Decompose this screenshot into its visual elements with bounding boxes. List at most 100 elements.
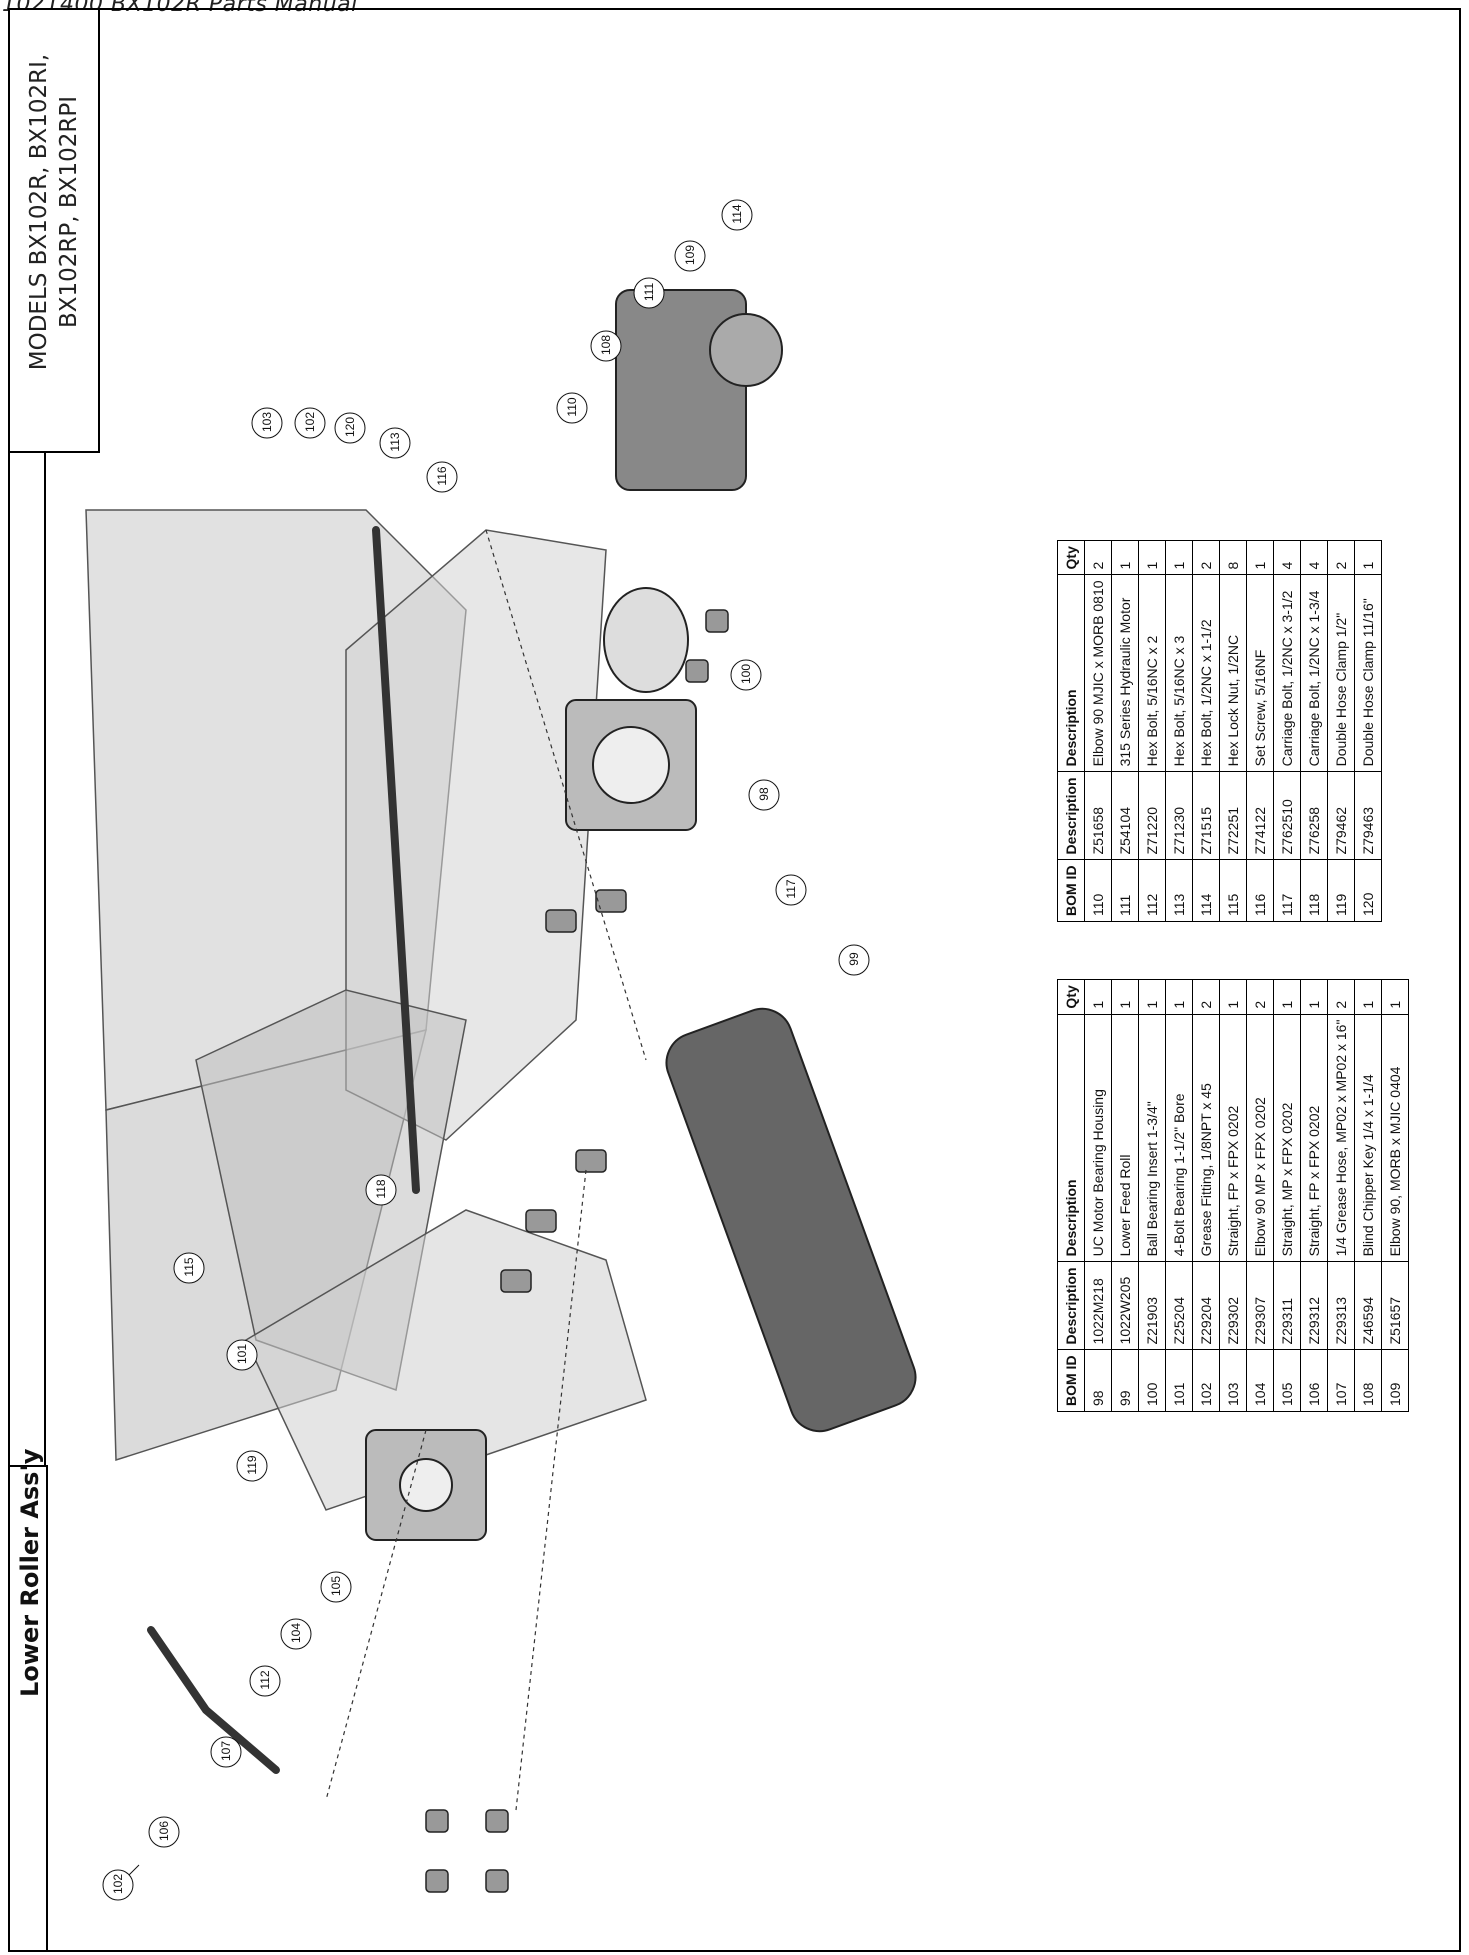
table-cell: 2 <box>1084 540 1112 575</box>
section-title: Lower Roller Ass'y <box>16 1448 44 1697</box>
table-cell: 2 <box>1192 540 1220 575</box>
table-cell: Z29302 <box>1219 1261 1247 1350</box>
table-cell: Z72251 <box>1219 771 1247 860</box>
page-frame <box>8 8 1461 1952</box>
callout-102b <box>294 407 326 439</box>
table-cell: UC Motor Bearing Housing <box>1084 1014 1112 1262</box>
table-cell: Z29204 <box>1192 1261 1220 1350</box>
table-cell: 1 <box>1381 979 1409 1015</box>
bom-right-header-row: BOM ID Description Description Qty <box>1057 540 1085 922</box>
table-cell: Z21903 <box>1138 1261 1166 1350</box>
table-cell: Hex Lock Nut, 1/2NC <box>1219 574 1247 772</box>
grease-hose-shape <box>147 526 420 1774</box>
callout-number: 102 <box>111 1873 125 1895</box>
table-cell: Double Hose Clamp 11/16" <box>1354 574 1382 772</box>
table-cell: Straight, MP x FPX 0202 <box>1273 1014 1301 1262</box>
table-cell: 1 <box>1084 979 1112 1015</box>
table-cell: Hex Bolt, 1/2NC x 1-1/2 <box>1192 574 1220 772</box>
table-cell: 114 <box>1192 859 1220 922</box>
table-cell: Z79462 <box>1327 771 1355 860</box>
callout-number: 102 <box>303 411 317 433</box>
callout-120 <box>334 412 366 444</box>
callout-114 <box>721 199 753 231</box>
table-cell: 2 <box>1246 979 1274 1015</box>
table-cell: Double Hose Clamp 1/2" <box>1327 574 1355 772</box>
table-cell: 1 <box>1219 979 1247 1015</box>
table-cell: 100 <box>1138 1349 1166 1412</box>
table-cell: Z76258 <box>1300 771 1328 860</box>
table-cell: Grease Fitting, 1/8NPT x 45 <box>1192 1014 1220 1262</box>
feeder-housing-shape <box>85 509 647 1511</box>
feed-roll-shape <box>665 1007 917 1433</box>
callout-106 <box>148 1816 180 1848</box>
table-cell: 102 <box>1192 1349 1220 1412</box>
callout-103 <box>251 407 283 439</box>
table-cell: 116 <box>1246 859 1274 922</box>
table-cell: Elbow 90, MORB x MJIC 0404 <box>1381 1014 1409 1262</box>
table-cell: 1022M218 <box>1084 1261 1112 1350</box>
table-cell: Z25204 <box>1165 1261 1193 1350</box>
table-cell: 1/4 Grease Hose, MP02 x MP02 x 16" <box>1327 1014 1355 1262</box>
table-cell: Ball Bearing Insert 1-3/4" <box>1138 1014 1166 1262</box>
callout-number: 105 <box>329 1575 343 1597</box>
table-cell: Hex Bolt, 5/16NC x 3 <box>1165 574 1193 772</box>
table-cell: Z29312 <box>1300 1261 1328 1350</box>
callout-100 <box>730 659 762 691</box>
table-cell: 103 <box>1219 1349 1247 1412</box>
bom-right-header-qty: Qty <box>1057 540 1085 575</box>
table-cell: 1 <box>1138 540 1166 575</box>
dashed-leader-lines <box>325 529 647 1811</box>
callout-number: 115 <box>182 1257 196 1277</box>
table-cell: 2 <box>1192 979 1220 1015</box>
callout-number: 114 <box>730 204 744 224</box>
table-cell: 101 <box>1165 1349 1193 1412</box>
bom-left-header-part: Description <box>1057 1261 1085 1350</box>
table-cell: 118 <box>1300 859 1328 922</box>
table-cell: Set Screw, 5/16NF <box>1246 574 1274 772</box>
table-cell: 1 <box>1165 540 1193 575</box>
callout-number: 101 <box>235 1343 249 1365</box>
table-cell: Z71515 <box>1192 771 1220 860</box>
table-cell: 108 <box>1354 1349 1382 1412</box>
table-cell: Z54104 <box>1111 771 1139 860</box>
table-cell: 111 <box>1111 859 1139 922</box>
table-cell: Z29311 <box>1273 1261 1301 1350</box>
callout-119 <box>236 1450 268 1482</box>
table-cell: 120 <box>1354 859 1382 922</box>
table-cell: 2 <box>1327 979 1355 1015</box>
table-cell: 1 <box>1354 979 1382 1015</box>
table-cell: 109 <box>1381 1349 1409 1412</box>
callout-107 <box>210 1736 242 1768</box>
callout-number: 107 <box>219 1740 233 1762</box>
table-cell: 119 <box>1327 859 1355 922</box>
table-cell: 8 <box>1219 540 1247 575</box>
bom-right-header-bom-id: BOM ID <box>1057 859 1085 922</box>
table-cell: Straight, FP x FPX 0202 <box>1300 1014 1328 1262</box>
table-cell: 113 <box>1165 859 1193 922</box>
callout-number: 116 <box>435 466 449 486</box>
table-cell: 1 <box>1138 979 1166 1015</box>
callout-number: 111 <box>642 282 656 302</box>
callout-105 <box>320 1571 352 1603</box>
table-cell: 98 <box>1084 1349 1112 1412</box>
table-cell: Carriage Bolt, 1/2NC x 3-1/2 <box>1273 574 1301 772</box>
callout-number: 120 <box>343 416 357 438</box>
bom-right-header-description: Description <box>1057 574 1085 772</box>
table-cell: 1 <box>1273 979 1301 1015</box>
table-cell: 117 <box>1273 859 1301 922</box>
callout-number: 110 <box>565 397 579 417</box>
table-cell: 4 <box>1273 540 1301 575</box>
table-cell: 315 Series Hydraulic Motor <box>1111 574 1139 772</box>
bom-right-header-part: Description <box>1057 771 1085 860</box>
